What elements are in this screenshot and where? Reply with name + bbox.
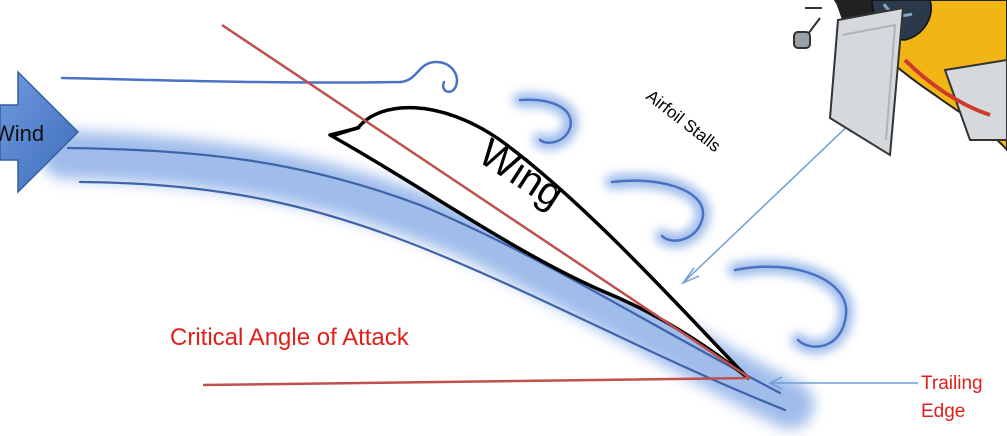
lower-streamlines [66, 146, 787, 412]
critical-angle-label: Critical Angle of Attack [170, 324, 410, 351]
vortex-curls [513, 92, 854, 354]
airfoil-stalls-label: Airfoil Stalls [643, 86, 725, 156]
trailing-edge-label-line1: Trailing [921, 373, 983, 394]
airplane-icon [793, 0, 1007, 157]
upper-streamline [60, 60, 459, 94]
horizontal-reference-line [202, 376, 751, 387]
leading-edge-tick [331, 125, 361, 138]
wind-label: Wind [0, 121, 44, 146]
trailing-edge-callout: Trailing Edge [768, 373, 983, 422]
airflow-glow [41, 131, 814, 429]
wind-arrow-icon: Wind [0, 70, 80, 194]
chord-line [221, 23, 751, 380]
trailing-edge-label-line2: Edge [921, 401, 965, 422]
